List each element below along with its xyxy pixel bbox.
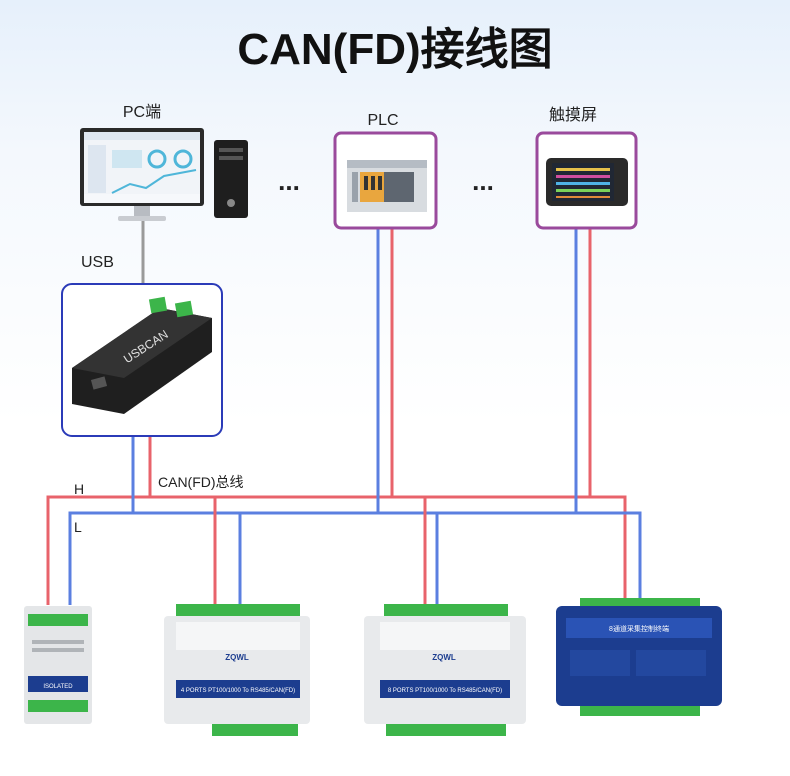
pc-tower (214, 140, 248, 218)
module2-desc: 8 PORTS PT100/1000 To RS485/CAN(FD) (388, 688, 502, 694)
wires (46, 218, 642, 612)
usbcan-device: USBCAN (72, 296, 212, 414)
module1-brand: ZQWL (225, 653, 249, 662)
h-wire-label: H (74, 481, 84, 497)
ellipsis-1: ... (278, 166, 300, 196)
module-din-small: ISOLATED (24, 606, 92, 724)
l-bus-line (68, 511, 642, 605)
h-bus-line (46, 495, 627, 605)
pc-label: PC端 (123, 103, 161, 121)
module1-desc: 4 PORTS PT100/1000 To RS485/CAN(FD) (181, 688, 295, 694)
pc-monitor (80, 128, 204, 221)
plc-device (347, 160, 427, 212)
page-title: CAN(FD)接线图 (237, 25, 552, 74)
touchscreen-device (546, 158, 628, 206)
module3-title: 8通道采集控制终端 (609, 624, 669, 633)
module-8-port: ZQWL 8 PORTS PT100/1000 To RS485/CAN(FD) (364, 604, 526, 736)
module0-text: ISOLATED (43, 684, 73, 690)
bus-label: CAN(FD)总线 (158, 474, 244, 490)
usb-label: USB (81, 254, 114, 271)
l-wire-label: L (74, 519, 82, 535)
plc-label: PLC (367, 112, 398, 129)
ellipsis-2: ... (472, 166, 494, 196)
module-4-port: ZQWL 4 PORTS PT100/1000 To RS485/CAN(FD) (164, 604, 310, 736)
touchscreen-label: 触摸屏 (549, 106, 597, 124)
module-8-channel-terminal: 8通道采集控制终端 (556, 598, 722, 716)
module2-brand: ZQWL (432, 653, 456, 662)
